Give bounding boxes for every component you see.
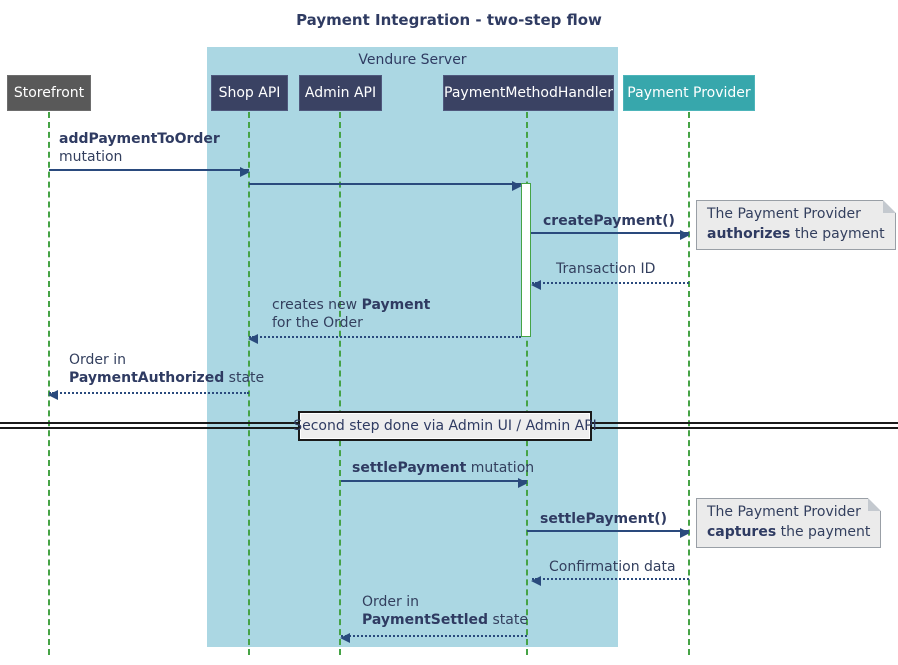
message-confirmation-text: Confirmation data: [549, 559, 676, 575]
participant-admin-api-label: Admin API: [304, 85, 377, 101]
participant-payment-method-handler-label: PaymentMethodHandler: [444, 85, 613, 101]
lifeline-admin-api: [339, 112, 341, 655]
arrowhead-left: [531, 576, 541, 586]
arrowhead-right: [680, 230, 690, 240]
message-creates-payment-pre: creates new: [272, 297, 362, 313]
participant-storefront-label: Storefront: [13, 85, 85, 101]
message-settle-call-bold: settlePayment(): [540, 511, 668, 527]
message-order-settled-post: state: [488, 612, 528, 628]
diagram-title: Payment Integration - two-step flow: [296, 11, 602, 29]
arrow-confirmation: [531, 576, 689, 586]
message-label-settle-mutation: settlePayment mutation: [352, 459, 534, 477]
participant-shop-api: Shop API: [211, 75, 288, 111]
note-capture-payment: The Payment Provider captures the paymen…: [696, 498, 882, 548]
note-capture-line1: The Payment Provider: [707, 504, 861, 520]
message-creates-payment-bold: Payment: [361, 297, 431, 313]
message-label-create-payment: createPayment(): [543, 212, 675, 230]
arrowhead-right: [512, 181, 522, 191]
arrowhead-left: [48, 390, 58, 400]
participant-payment-provider-label: Payment Provider: [627, 85, 751, 101]
arrow-shop-to-handler: [249, 181, 522, 191]
arrow-add-payment: [49, 167, 250, 177]
message-settle-mutation-bold: settlePayment: [352, 460, 467, 476]
arrow-settle-mutation: [341, 478, 528, 488]
arrowhead-right: [518, 478, 528, 488]
message-creates-payment-line2: for the Order: [272, 315, 363, 331]
divider-label: Second step done via Admin UI / Admin AP…: [293, 418, 597, 434]
arrow-create-payment: [531, 230, 690, 240]
message-label-transaction-id: Transaction ID: [556, 260, 655, 278]
participant-storefront: Storefront: [7, 75, 91, 111]
arrow-transaction-id: [531, 280, 689, 290]
arrow-order-settled: [340, 633, 527, 643]
participant-payment-provider: Payment Provider: [623, 75, 755, 111]
message-order-authorized-line1: Order in: [69, 352, 126, 368]
note-authorize-payment: The Payment Provider authorizes the paym…: [696, 200, 896, 250]
message-order-authorized-post: state: [224, 370, 265, 386]
arrowhead-left: [248, 334, 258, 344]
message-order-settled-line1: Order in: [362, 594, 419, 610]
vendure-server-container: [207, 47, 618, 647]
message-label-confirmation: Confirmation data: [549, 558, 676, 576]
arrowhead-right: [240, 167, 250, 177]
message-add-payment-bold: addPaymentToOrder: [59, 131, 220, 147]
message-label-creates-payment: creates new Payment for the Order: [272, 296, 430, 332]
lifeline-storefront: [48, 112, 50, 655]
message-label-order-settled: Order in PaymentSettled state: [362, 593, 528, 629]
note-authorize-post: the payment: [790, 226, 885, 242]
arrowhead-right: [680, 528, 690, 538]
message-label-settle-call: settlePayment(): [540, 510, 667, 528]
participant-payment-method-handler: PaymentMethodHandler: [443, 75, 614, 111]
participant-admin-api: Admin API: [299, 75, 382, 111]
message-order-settled-bold: PaymentSettled: [362, 612, 489, 628]
message-order-authorized-bold: PaymentAuthorized: [69, 370, 225, 386]
divider-label-box: Second step done via Admin UI / Admin AP…: [293, 411, 597, 441]
arrow-creates-payment: [248, 334, 521, 344]
note-capture-post: the payment: [776, 524, 871, 540]
message-label-add-payment: addPaymentToOrder mutation: [59, 130, 220, 166]
arrowhead-left: [531, 280, 541, 290]
lifeline-shop-api: [248, 112, 250, 655]
arrow-order-authorized: [48, 390, 249, 400]
note-authorize-bold: authorizes: [707, 226, 791, 242]
note-authorize-line1: The Payment Provider: [707, 206, 861, 222]
message-create-payment-bold: createPayment(): [543, 213, 675, 229]
arrow-settle-call: [527, 528, 690, 538]
vendure-server-label: Vendure Server: [358, 52, 467, 68]
message-label-order-authorized: Order in PaymentAuthorized state: [69, 351, 264, 387]
participant-shop-api-label: Shop API: [218, 85, 281, 101]
lifeline-payment-method-handler: [526, 112, 528, 655]
message-transaction-id-text: Transaction ID: [556, 261, 656, 277]
message-settle-mutation-post: mutation: [466, 460, 535, 476]
activation-bar-payment-method-handler: [521, 183, 531, 337]
lifeline-payment-provider: [688, 112, 690, 655]
arrowhead-left: [340, 633, 350, 643]
message-add-payment-line2: mutation: [59, 149, 123, 165]
note-capture-bold: captures: [707, 524, 777, 540]
